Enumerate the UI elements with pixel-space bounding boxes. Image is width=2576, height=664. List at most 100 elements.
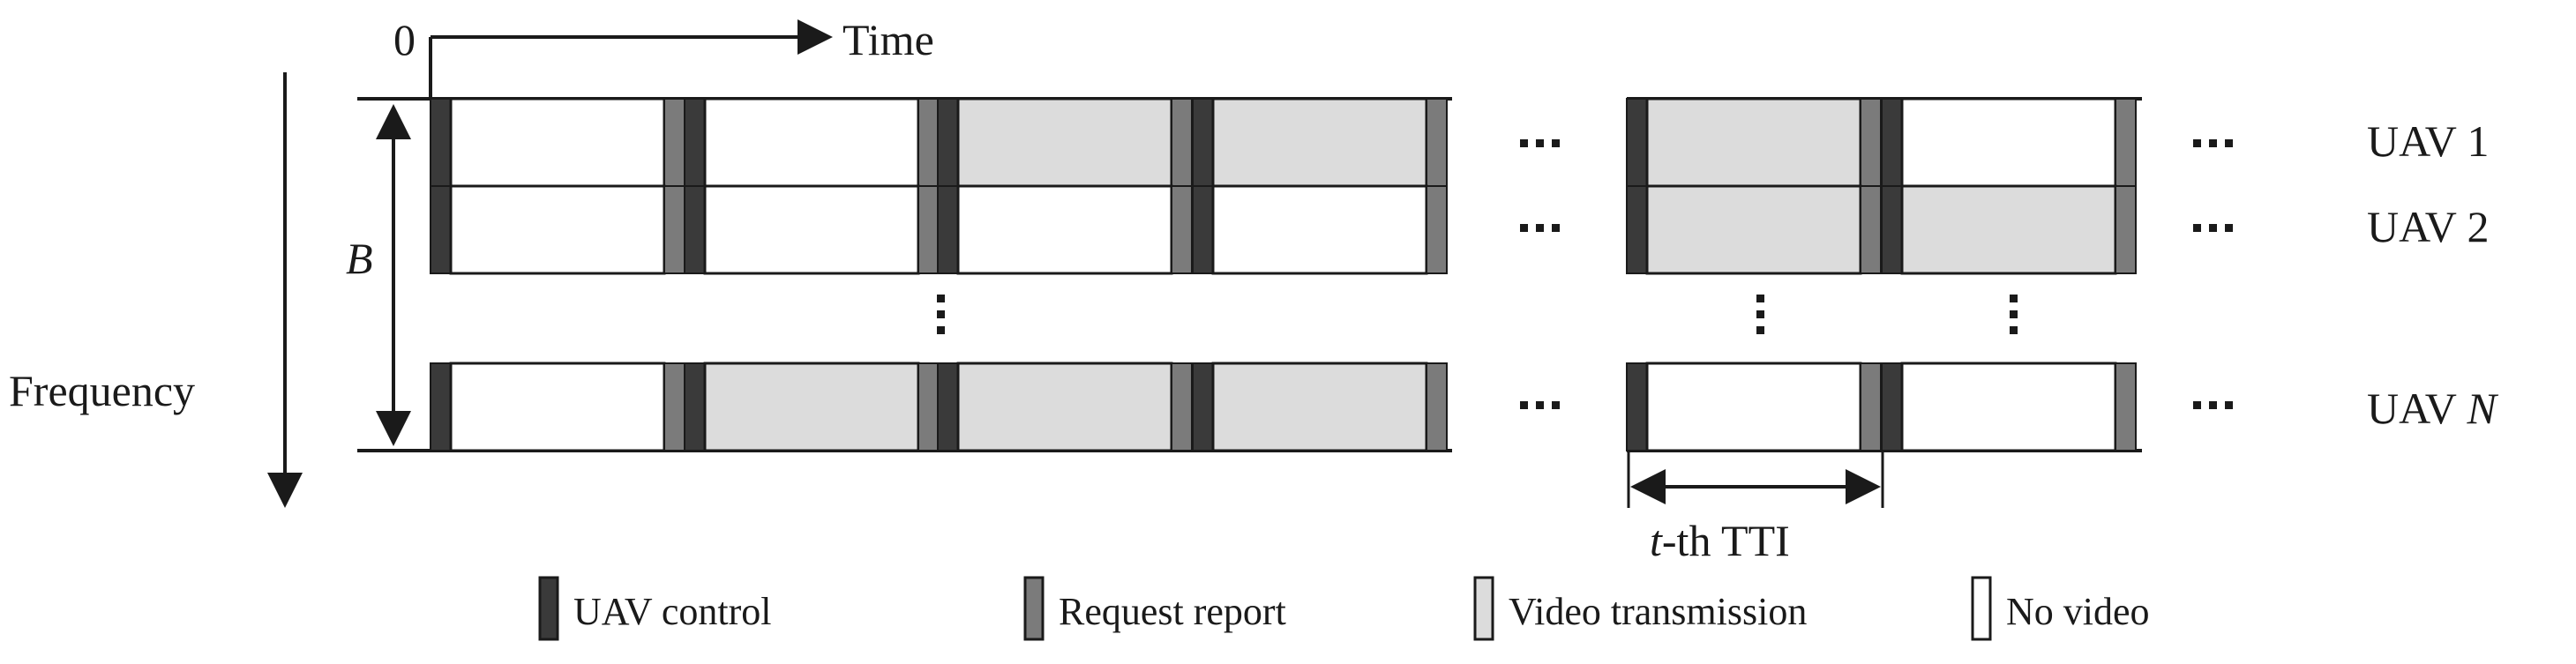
row-uav-1: [430, 97, 2137, 188]
request-report-slot: [1860, 98, 1882, 187]
ellipsis-dot: [2193, 224, 2201, 232]
no-video-slot: [1900, 362, 2117, 452]
no-video-slot: [1211, 184, 1428, 275]
legend-label: No video: [2006, 590, 2150, 633]
video-transmission-slot: [1645, 184, 1862, 275]
row-labels: UAV 1 UAV 2 UAV N: [2367, 116, 2498, 433]
legend-label: Video transmission: [1509, 590, 1807, 633]
tti-label: t-th TTI: [1650, 516, 1790, 565]
time-axis-label: Time: [842, 15, 934, 64]
uav-control-slot: [430, 362, 452, 451]
ellipsis-dot: [2010, 326, 2018, 334]
video-transmission-slot: [956, 97, 1173, 188]
request-report-slot: [1860, 185, 1882, 274]
video-transmission-slot: [703, 362, 920, 452]
uav-control-slot: [1881, 98, 1903, 187]
ellipsis-dot: [1536, 224, 1544, 232]
legend-swatch: [1023, 576, 1045, 641]
ellipsis-dot: [2209, 139, 2217, 147]
ellipsis-dot: [1520, 139, 1528, 147]
request-report-slot: [2115, 185, 2137, 274]
row-label-uav-1: UAV 1: [2367, 116, 2489, 166]
ellipsis-dot: [2225, 401, 2233, 409]
video-transmission-slot: [1211, 362, 1428, 452]
origin-label: 0: [393, 15, 416, 64]
no-video-slot: [956, 184, 1173, 275]
uav-control-slot: [1192, 362, 1214, 451]
uav-control-slot: [684, 98, 706, 187]
no-video-slot: [703, 184, 920, 275]
ellipsis-dot: [1552, 224, 1560, 232]
uav-control-slot: [430, 98, 452, 187]
ellipsis-dot: [1756, 295, 1764, 302]
ellipsis-dot: [937, 295, 945, 302]
ellipsis-dot: [937, 310, 945, 318]
request-report-slot: [917, 185, 940, 274]
uav-control-slot: [1626, 362, 1648, 451]
frequency-axis: Frequency: [9, 72, 303, 508]
ellipsis-dot: [937, 326, 945, 334]
video-transmission-slot: [1211, 97, 1428, 188]
time-axis: 0 Time: [393, 15, 934, 99]
legend-swatch: [538, 576, 559, 641]
legend-swatch: [1473, 576, 1494, 641]
no-video-slot: [703, 97, 920, 188]
ellipsis-dot: [2010, 310, 2018, 318]
ellipsis-dot: [2225, 224, 2233, 232]
legend-label: Request report: [1059, 590, 1286, 633]
resource-grid: [430, 97, 2137, 452]
request-report-slot: [1171, 98, 1193, 187]
ellipsis-dot: [1536, 401, 1544, 409]
frequency-axis-label: Frequency: [9, 366, 195, 415]
ellipsis-dot: [2209, 224, 2217, 232]
request-report-slot: [1426, 362, 1448, 451]
uav-control-slot: [430, 185, 452, 274]
legend-item: Video transmission: [1473, 576, 1807, 641]
uav-control-slot: [684, 185, 706, 274]
ellipsis-dot: [1756, 310, 1764, 318]
ellipsis-dot: [2010, 295, 2018, 302]
no-video-slot: [449, 97, 666, 188]
request-report-slot: [1171, 185, 1193, 274]
uav-control-slot: [1626, 98, 1648, 187]
request-report-slot: [1860, 362, 1882, 451]
uav-control-slot: [937, 98, 959, 187]
request-report-slot: [663, 185, 685, 274]
request-report-slot: [663, 362, 685, 451]
video-transmission-slot: [1900, 184, 2117, 275]
legend-swatch: [1971, 576, 1992, 641]
ellipsis-dot: [1756, 326, 1764, 334]
uav-control-slot: [937, 362, 959, 451]
ellipsis-dot: [2193, 139, 2201, 147]
ellipsis-dot: [2225, 139, 2233, 147]
request-report-slot: [917, 362, 940, 451]
ellipsis-dot: [2193, 401, 2201, 409]
legend: UAV control Request report Video transmiss…: [538, 576, 2150, 641]
ellipsis-dot: [1520, 224, 1528, 232]
tti-indicator: t-th TTI: [1627, 451, 1884, 565]
legend-item: No video: [1971, 576, 2150, 641]
ellipsis-dot: [1520, 401, 1528, 409]
video-transmission-slot: [956, 362, 1173, 452]
row-uav-n: [430, 362, 2137, 452]
uav-control-slot: [684, 362, 706, 451]
request-report-slot: [663, 98, 685, 187]
request-report-slot: [1171, 362, 1193, 451]
legend-item: Request report: [1023, 576, 1286, 641]
request-report-slot: [917, 98, 940, 187]
no-video-slot: [1900, 97, 2117, 188]
legend-item: UAV control: [538, 576, 772, 641]
ellipsis-dot: [1552, 139, 1560, 147]
request-report-slot: [1426, 98, 1448, 187]
request-report-slot: [2115, 362, 2137, 451]
video-transmission-slot: [1645, 97, 1862, 188]
row-label-uav-n: UAV N: [2367, 384, 2498, 433]
ellipsis-marks: [937, 139, 2233, 409]
bandwidth-label: B: [346, 234, 373, 283]
uav-control-slot: [1626, 185, 1648, 274]
legend-label: UAV control: [573, 590, 772, 633]
ellipsis-dot: [1536, 139, 1544, 147]
no-video-slot: [449, 362, 666, 452]
uav-control-slot: [937, 185, 959, 274]
